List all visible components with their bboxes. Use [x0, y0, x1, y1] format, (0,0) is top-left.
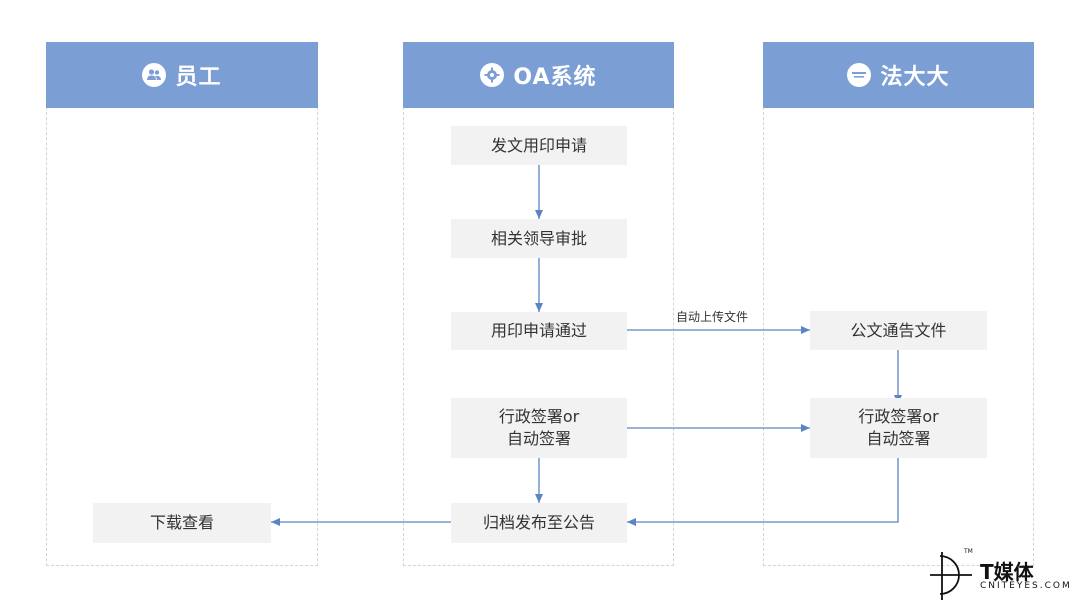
watermark-mark-icon [930, 552, 972, 600]
gear-icon [480, 63, 505, 87]
lane-header-oa-system: OA系统 [403, 42, 674, 108]
node-archive: 归档发布至公告 [451, 503, 627, 543]
node-fdd-sign-line2: 自动签署 [866, 429, 931, 448]
edge-label-auto-upload: 自动上传文件 [676, 310, 749, 324]
people-icon [142, 63, 167, 87]
node-oa-sign: 行政签署or 自动签署 [451, 398, 627, 458]
watermark-url: CNITEYES.COM [980, 581, 1072, 591]
node-download: 下载查看 [93, 503, 271, 543]
lane-title-oa-system: OA系统 [513, 65, 597, 90]
lane-header-employee: 员工 [46, 42, 318, 108]
node-approved: 用印申请通过 [451, 312, 627, 350]
node-apply: 发文用印申请 [451, 126, 627, 165]
node-fdd-sign: 行政签署or 自动签署 [810, 398, 987, 458]
lane-title-fadada: 法大大 [880, 65, 950, 90]
node-oa-sign-line2: 自动签署 [506, 429, 571, 448]
lane-header-fadada: 法大大 [763, 42, 1034, 108]
node-leader-approve: 相关领导审批 [451, 219, 627, 258]
watermark-logo: TM T媒体 CNITEYES.COM [928, 548, 1076, 602]
node-fdd-sign-line1: 行政签署or [858, 407, 939, 426]
watermark-tm: TM [964, 548, 973, 555]
arrow-fdd-sign-to-archive [627, 458, 899, 526]
lane-title-employee: 员工 [175, 65, 222, 90]
fadada-logo-icon [847, 63, 872, 87]
node-notice-file: 公文通告文件 [810, 311, 987, 350]
node-oa-sign-line1: 行政签署or [498, 407, 580, 426]
watermark-brand: T媒体 [980, 560, 1034, 584]
